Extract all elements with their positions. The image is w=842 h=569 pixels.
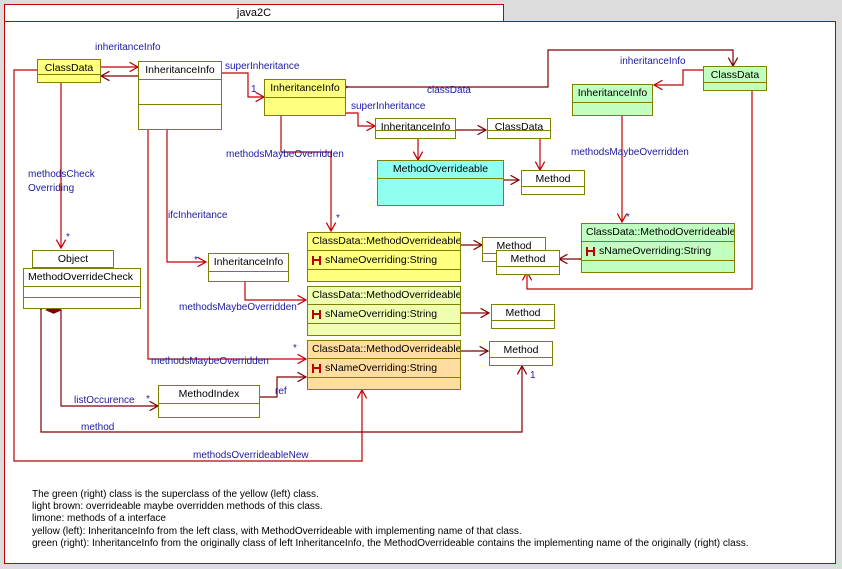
note-line: limone: methods of a interface [32, 513, 166, 525]
class-name: ClassData::MethodOverrideable [308, 233, 460, 251]
line-ref [260, 377, 306, 397]
label-multiplicity-star: * [293, 343, 297, 354]
label-methodsmaybeoverridden-1: methodsMaybeOverridden [226, 149, 344, 160]
class-method-top[interactable]: Method [521, 170, 585, 195]
private-field-icon [312, 363, 321, 373]
label-multiplicity-star: * [66, 232, 70, 243]
note-line: green (right): InheritanceInfo from the … [32, 537, 749, 549]
attribute-row: sNameOverriding:String [308, 305, 460, 324]
class-classdata-green[interactable]: ClassData [703, 66, 767, 91]
label-ref: ref [275, 386, 287, 397]
class-name: InheritanceInfo [573, 85, 652, 103]
class-method-lime[interactable]: Method [491, 304, 555, 329]
class-inheritanceinfo-ifc[interactable]: InheritanceInfo [208, 253, 289, 282]
label-multiplicity-star: * [146, 394, 150, 405]
class-name: Object [57, 253, 89, 265]
private-field-icon [312, 309, 321, 319]
package-tab: java2C [4, 4, 504, 21]
class-name: Method [522, 171, 584, 187]
class-inheritanceinfo-green[interactable]: InheritanceInfo [572, 84, 653, 116]
line-methodsoverrideablenew [13, 69, 362, 462]
attribute-text: sNameOverriding:String [325, 362, 438, 374]
label-overriding: Overriding [28, 183, 75, 194]
class-name: Method [490, 342, 552, 358]
class-name: ClassData::MethodOverrideable [308, 341, 460, 359]
label-inheritanceinfo-left: inheritanceInfo [95, 42, 161, 53]
class-method-brown[interactable]: Method [489, 341, 553, 366]
attribute-text: sNameOverriding:String [325, 308, 438, 320]
class-inheritanceinfo-mid[interactable]: InheritanceInfo [375, 118, 456, 139]
label-methodsmaybeoverridden-4: methodsMaybeOverridden [179, 302, 297, 313]
class-name: InheritanceInfo [376, 119, 455, 131]
class-method-front[interactable]: Method [496, 250, 560, 275]
attribute-text: sNameOverriding:String [325, 254, 438, 266]
label-multiplicity-star: * [194, 255, 198, 266]
class-inheritanceinfo-main[interactable]: InheritanceInfo [138, 61, 222, 130]
class-classdata-left[interactable]: ClassData [37, 59, 101, 83]
label-classdata: classData [427, 85, 471, 96]
class-name: ClassData [704, 67, 766, 83]
line-listoccurence [61, 310, 158, 406]
note-line: light brown: overrideable maybe overridd… [32, 501, 323, 513]
label-superinheritance-2: superInheritance [351, 101, 426, 112]
label-method: method [81, 422, 115, 433]
label-superinheritance-1: superInheritance [225, 61, 300, 72]
class-name: ClassData::MethodOverrideable [308, 287, 460, 305]
diagram-notes: The green (right) class is the superclas… [32, 489, 748, 550]
line-green-classdata-ii [654, 69, 703, 85]
label-listoccurence: listOccurence [74, 395, 135, 406]
class-name: ClassData [488, 119, 550, 131]
line-methodsmaybeoverridden-3 [147, 130, 306, 359]
label-inheritanceinfo-right: inheritanceInfo [620, 56, 686, 67]
class-name: ClassData::MethodOverrideable [582, 224, 734, 242]
class-name: MethodOverrideable [378, 161, 503, 179]
label-multiplicity-star: * [336, 213, 340, 224]
label-methodsmaybeoverridden-2: methodsMaybeOverridden [571, 147, 689, 158]
class-name: ClassData [38, 60, 100, 75]
label-multiplicity-1: 1 [251, 84, 257, 95]
class-methodoverrideable-lime[interactable]: ClassData::MethodOverrideable sNameOverr… [307, 286, 461, 336]
line-ifcinheritance [166, 130, 206, 262]
attribute-row: sNameOverriding:String [308, 251, 460, 270]
line-classdata-right [348, 49, 733, 87]
class-name: Method [492, 305, 554, 321]
class-name: Method [497, 251, 559, 267]
class-name: MethodIndex [159, 386, 259, 404]
class-name: InheritanceInfo [265, 80, 345, 98]
class-name: InheritanceInfo [139, 62, 221, 80]
label-multiplicity-1b: 1 [530, 370, 536, 381]
class-methodindex[interactable]: MethodIndex [158, 385, 260, 418]
class-name: InheritanceInfo [209, 254, 288, 272]
note-line: yellow (left): InheritanceInfo from the … [32, 525, 522, 537]
class-methodoverrideable-brown[interactable]: ClassData::MethodOverrideable sNameOverr… [307, 340, 461, 390]
private-field-icon [586, 246, 595, 256]
private-field-icon [312, 255, 321, 265]
line-green-classdata-method [527, 91, 753, 290]
attribute-text: sNameOverriding:String [599, 245, 712, 257]
class-methodoverrideable-yellow[interactable]: ClassData::MethodOverrideable sNameOverr… [307, 232, 461, 282]
class-methodoverrideable-green[interactable]: ClassData::MethodOverrideable sNameOverr… [581, 223, 735, 273]
line-superinheritance-2 [345, 112, 375, 126]
line-methodsmaybeoverridden-4 [244, 281, 306, 300]
label-methodsoverrideablenew: methodsOverrideableNew [193, 450, 309, 461]
class-classdata-mid[interactable]: ClassData [487, 118, 551, 139]
attribute-row: sNameOverriding:String [308, 359, 460, 378]
class-methodoverrideable[interactable]: MethodOverrideable [377, 160, 504, 206]
attribute-row: sNameOverriding:String [582, 242, 734, 261]
package-name: java2C [236, 7, 272, 19]
line-superinheritance-1 [221, 72, 264, 97]
label-ifcinheritance: ifcInheritance [168, 210, 228, 221]
note-line: The green (right) class is the superclas… [32, 489, 319, 500]
class-object-stereotype[interactable]: Object [32, 250, 114, 268]
class-inheritanceinfo-yellow[interactable]: InheritanceInfo [264, 79, 346, 116]
line-method [41, 310, 522, 433]
label-methodsmaybeoverridden-3: methodsMaybeOverridden [151, 356, 269, 367]
label-methodscheck: methodsCheck [28, 169, 95, 180]
label-multiplicity-star: * [626, 212, 630, 223]
line-methodsmaybeoverridden-1 [280, 115, 331, 231]
class-name: MethodOverrideCheck [24, 269, 140, 287]
class-methodoverridecheck[interactable]: MethodOverrideCheck [23, 268, 141, 309]
